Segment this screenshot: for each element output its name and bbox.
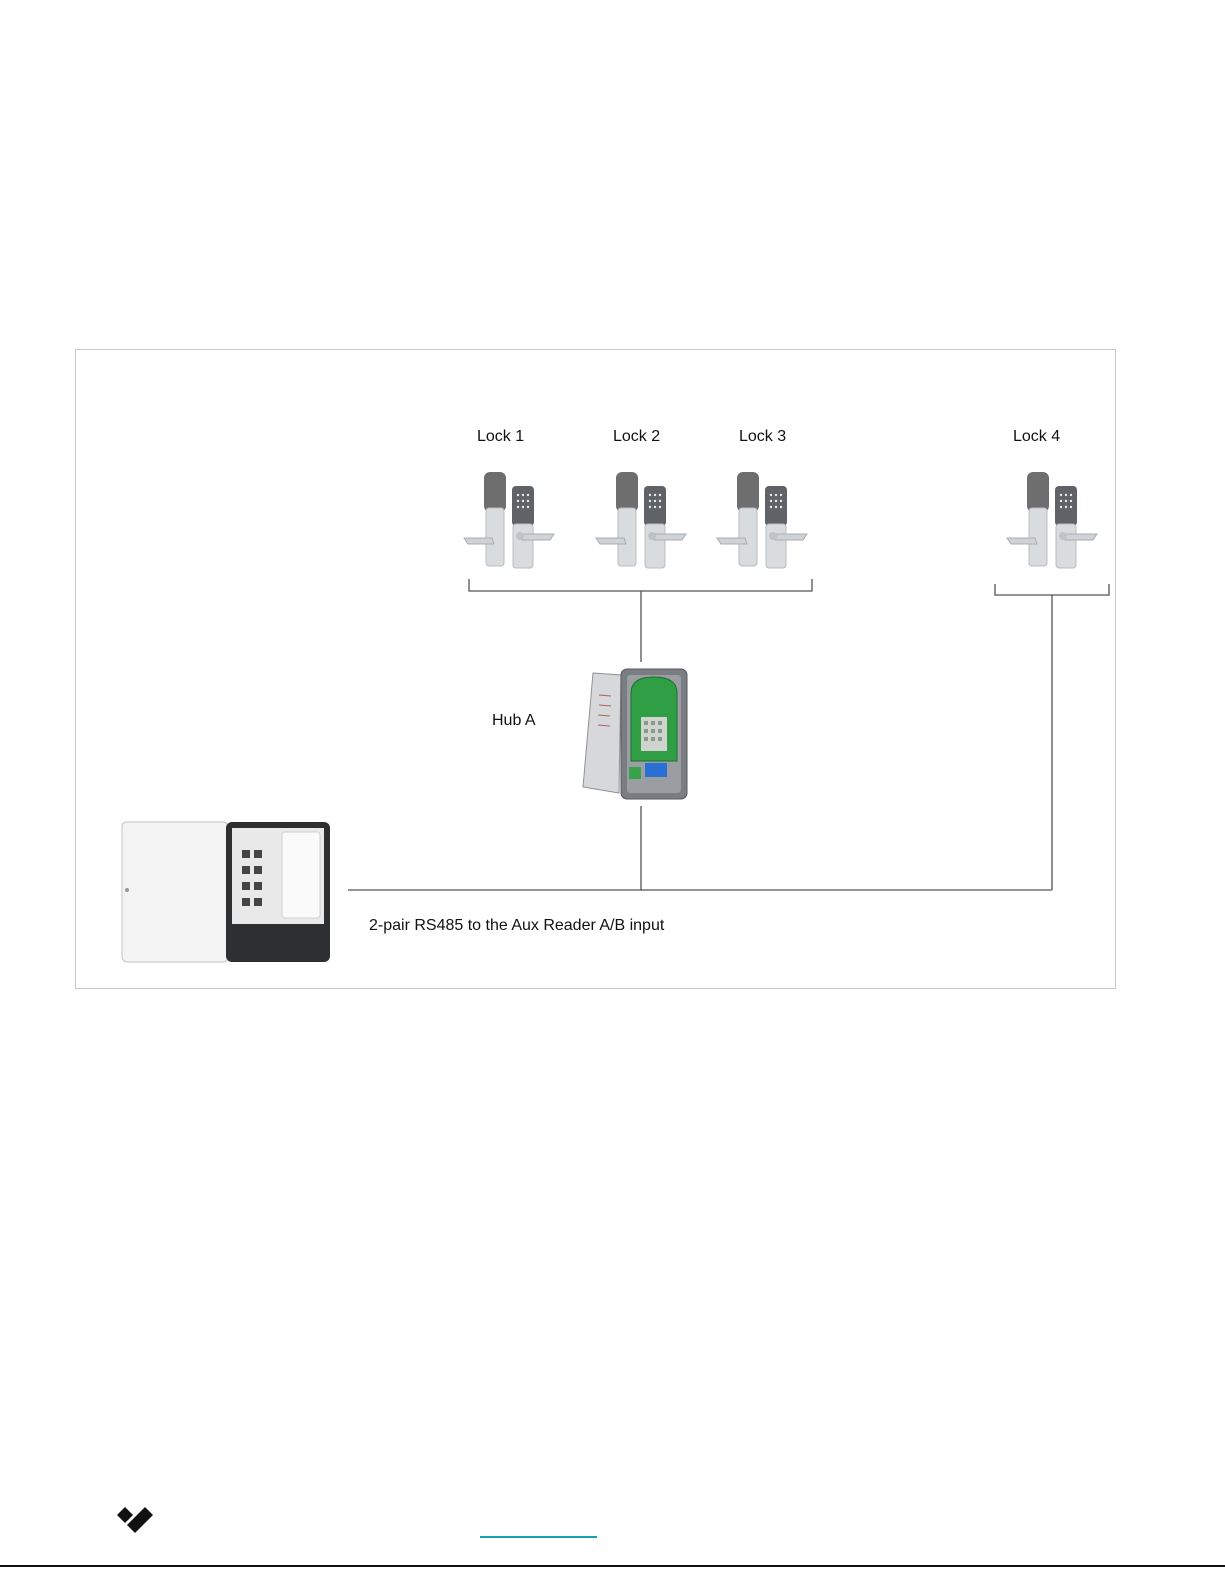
lock-3-image xyxy=(715,470,811,570)
hub-a-label: Hub A xyxy=(492,712,536,730)
lock-2-image xyxy=(594,470,690,570)
hub-a-image xyxy=(581,665,691,805)
lock-1-label: Lock 1 xyxy=(477,428,524,446)
footer-link-underline[interactable] xyxy=(480,1536,597,1538)
brand-logo-icon xyxy=(115,1503,155,1533)
controller-cabinet-image xyxy=(118,820,332,965)
footer-rule xyxy=(0,1565,1225,1567)
lock-1-image xyxy=(462,470,558,570)
lock-4-label: Lock 4 xyxy=(1013,428,1060,446)
lock-4-image xyxy=(1005,470,1101,570)
lock-2-label: Lock 2 xyxy=(613,428,660,446)
connection-label: 2-pair RS485 to the Aux Reader A/B input xyxy=(369,917,664,935)
lock4-bracket xyxy=(995,584,1109,595)
lock-group-bracket xyxy=(469,579,812,591)
lock-3-label: Lock 3 xyxy=(739,428,786,446)
